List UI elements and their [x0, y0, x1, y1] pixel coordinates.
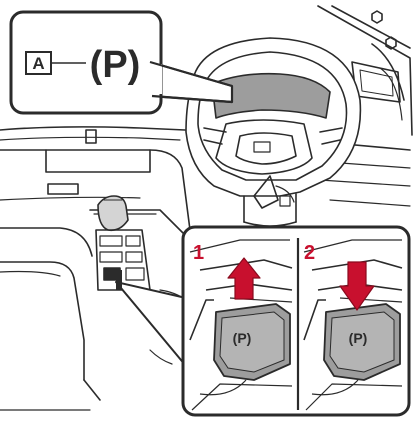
step-2-switch-p-icon: (P) — [349, 330, 368, 346]
step-1-number: 1 — [193, 242, 204, 264]
parking-brake-indicator-icon: (P) — [90, 44, 141, 86]
switch-zoom-inset: (P) 1 (P) 2 — [116, 227, 409, 415]
step-2-number: 2 — [304, 242, 315, 264]
step-1-switch-p-icon: (P) — [233, 330, 252, 346]
callout-label-letter: A — [32, 54, 44, 73]
indicator-callout: A (P) — [11, 12, 232, 113]
